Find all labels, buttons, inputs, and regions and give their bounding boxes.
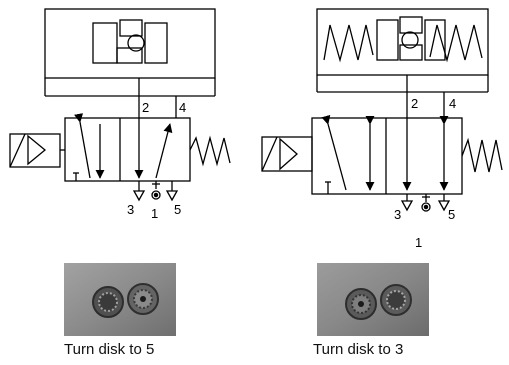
left-port-3-label: 3 (127, 202, 134, 217)
left-caption: Turn disk to 5 (64, 341, 155, 358)
right-valve-body (311, 117, 463, 195)
left-selector-disk-icon (92, 19, 168, 64)
right-port-5-label: 5 (448, 207, 455, 222)
left-selector-housing (44, 8, 216, 79)
right-solenoid-icon (261, 136, 313, 172)
right-exhaust-5-icon (437, 200, 451, 212)
right-disk-photo (317, 263, 429, 336)
left-port-1-label: 1 (151, 206, 158, 221)
right-disk-photo-disk-icon (345, 284, 412, 320)
right-port-4-label: 4 (449, 96, 456, 111)
left-disk-photo (64, 263, 176, 336)
left-port-5-label: 5 (174, 202, 181, 217)
right-caption: Turn disk to 3 (313, 341, 404, 358)
right-port-2-label: 2 (411, 96, 418, 111)
left-disk-photo-disk-icon (92, 283, 159, 318)
right-port-1-label: 1 (415, 235, 422, 250)
right-selector-disk-icon (376, 16, 446, 61)
left-valve-body (64, 117, 191, 182)
left-port-2-label: 2 (142, 100, 149, 115)
left-supply-port-icon (151, 190, 161, 200)
right-port-3-label: 3 (394, 207, 401, 222)
left-exhaust-3-icon (132, 190, 146, 202)
right-spring-right-icon (429, 24, 483, 63)
right-spring-icon (461, 137, 503, 173)
right-exhaust-3-icon (400, 200, 414, 212)
left-port-4-label: 4 (179, 100, 186, 115)
right-selector-housing (316, 8, 489, 76)
left-exhaust-5-icon (165, 190, 179, 202)
right-valve-diagram (261, 8, 503, 212)
left-valve-diagram (9, 8, 231, 202)
left-spring-icon (189, 135, 231, 167)
left-solenoid-icon (9, 133, 65, 168)
right-spring-left-icon (323, 24, 374, 63)
right-supply-port-icon (421, 202, 431, 212)
